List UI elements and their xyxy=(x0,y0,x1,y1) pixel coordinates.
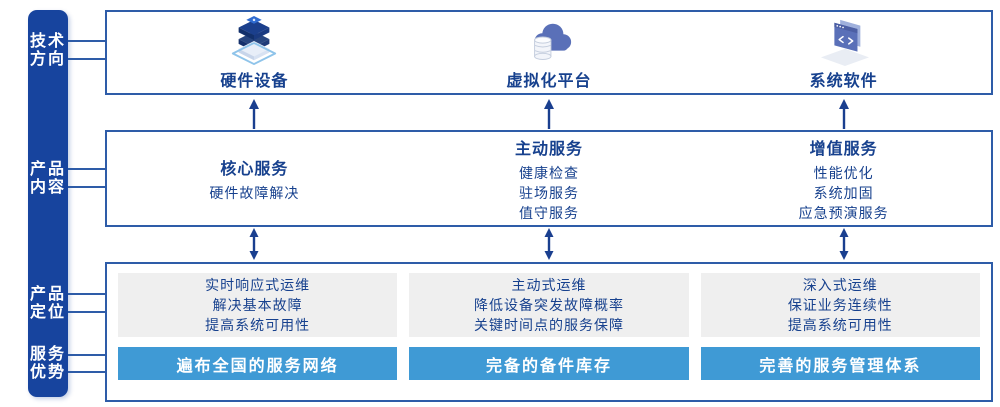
double-arrow xyxy=(247,228,261,260)
rail-label-product-positioning: 产品定位 xyxy=(28,286,68,322)
tech-item-label: 虚拟化平台 xyxy=(506,73,592,90)
positioning-line: 降低设备突发故障概率 xyxy=(473,297,624,313)
connector-line xyxy=(68,186,105,188)
positioning-line: 解决基本故障 xyxy=(212,297,303,313)
service-item: 驻场服务 xyxy=(519,184,579,201)
server-stack-icon xyxy=(232,16,277,66)
service-title: 增值服务 xyxy=(809,140,878,158)
connector-line xyxy=(68,354,105,356)
rail-label-line: 优势 xyxy=(29,364,66,381)
up-arrow xyxy=(542,99,556,129)
service-item: 性能优化 xyxy=(813,164,874,181)
service-title: 核心服务 xyxy=(220,160,289,178)
rail-label-line: 技术 xyxy=(29,33,66,50)
advantage-bar: 完备的备件库存 xyxy=(409,347,689,380)
positioning-line: 深入式运维 xyxy=(802,277,878,293)
positioning-line: 保证业务连续性 xyxy=(787,297,893,313)
positioning-line: 提高系统可用性 xyxy=(205,317,311,333)
positioning-panel: 深入式运维 保证业务连续性 提高系统可用性 xyxy=(700,273,980,337)
positioning-line: 关键时间点的服务保障 xyxy=(473,317,624,333)
positioning-panel: 主动式运维 降低设备突发故障概率 关键时间点的服务保障 xyxy=(409,273,689,337)
connector-line xyxy=(68,311,105,313)
bottom-col-proactive: 主动式运维 降低设备突发故障概率 关键时间点的服务保障 完备的备件库存 xyxy=(409,273,689,400)
rail-label-product-content: 产品内容 xyxy=(28,161,68,197)
category-rail xyxy=(28,10,68,397)
double-arrow xyxy=(542,228,556,260)
software-window-icon xyxy=(820,19,869,66)
service-item: 硬件故障解决 xyxy=(209,184,300,201)
rail-label-tech-direction: 技术方向 xyxy=(28,33,68,69)
advantage-bar: 遍布全国的服务网络 xyxy=(118,347,398,380)
product-content-box: 核心服务 硬件故障解决 主动服务 健康检查 驻场服务 值守服务 增值服务 性能优… xyxy=(105,130,993,227)
bottom-col-deep: 深入式运维 保证业务连续性 提高系统可用性 完善的服务管理体系 xyxy=(700,273,980,400)
double-arrow xyxy=(837,228,851,260)
connector-line xyxy=(68,40,105,42)
advantage-bar: 完善的服务管理体系 xyxy=(700,347,980,380)
up-arrow xyxy=(247,99,261,129)
tech-item-label: 硬件设备 xyxy=(220,73,289,90)
service-col-core: 核心服务 硬件故障解决 xyxy=(107,132,402,225)
up-arrow xyxy=(837,99,851,129)
connector-line xyxy=(68,168,105,170)
cloud-database-icon xyxy=(534,23,572,60)
bottom-col-realtime: 实时响应式运维 解决基本故障 提高系统可用性 遍布全国的服务网络 xyxy=(118,273,398,400)
positioning-line: 提高系统可用性 xyxy=(787,317,893,333)
rail-label-line: 产品 xyxy=(29,161,66,178)
service-item: 应急预演服务 xyxy=(798,204,889,221)
positioning-panel: 实时响应式运维 解决基本故障 提高系统可用性 xyxy=(118,273,398,337)
positioning-line: 实时响应式运维 xyxy=(205,277,311,293)
tech-item-hardware: 硬件设备 xyxy=(107,12,402,93)
service-col-value-added: 增值服务 性能优化 系统加固 应急预演服务 xyxy=(696,132,991,225)
service-item: 值守服务 xyxy=(519,204,579,221)
rail-label-service-advantage: 服务优势 xyxy=(28,346,68,382)
positioning-line: 主动式运维 xyxy=(511,277,587,293)
connector-line xyxy=(68,58,105,60)
connector-line xyxy=(68,293,105,295)
tech-item-label: 系统软件 xyxy=(809,73,878,90)
connector-line xyxy=(68,371,105,373)
rail-label-line: 方向 xyxy=(29,51,66,68)
rail-label-line: 产品 xyxy=(29,286,66,303)
service-col-proactive: 主动服务 健康检查 驻场服务 值守服务 xyxy=(402,132,697,225)
tech-item-system-software: 系统软件 xyxy=(696,12,991,93)
rail-label-line: 服务 xyxy=(29,346,66,363)
rail-label-line: 定位 xyxy=(29,304,66,321)
tech-item-virtualization: 虚拟化平台 xyxy=(402,12,697,93)
rail-label-line: 内容 xyxy=(29,179,66,196)
service-item: 系统加固 xyxy=(813,184,874,201)
service-item: 健康检查 xyxy=(519,164,579,181)
tech-direction-box: 硬件设备 虚拟化平台 xyxy=(105,10,993,95)
service-title: 主动服务 xyxy=(515,140,584,158)
positioning-advantage-box: 实时响应式运维 解决基本故障 提高系统可用性 遍布全国的服务网络 主动式运维 降… xyxy=(105,262,993,402)
